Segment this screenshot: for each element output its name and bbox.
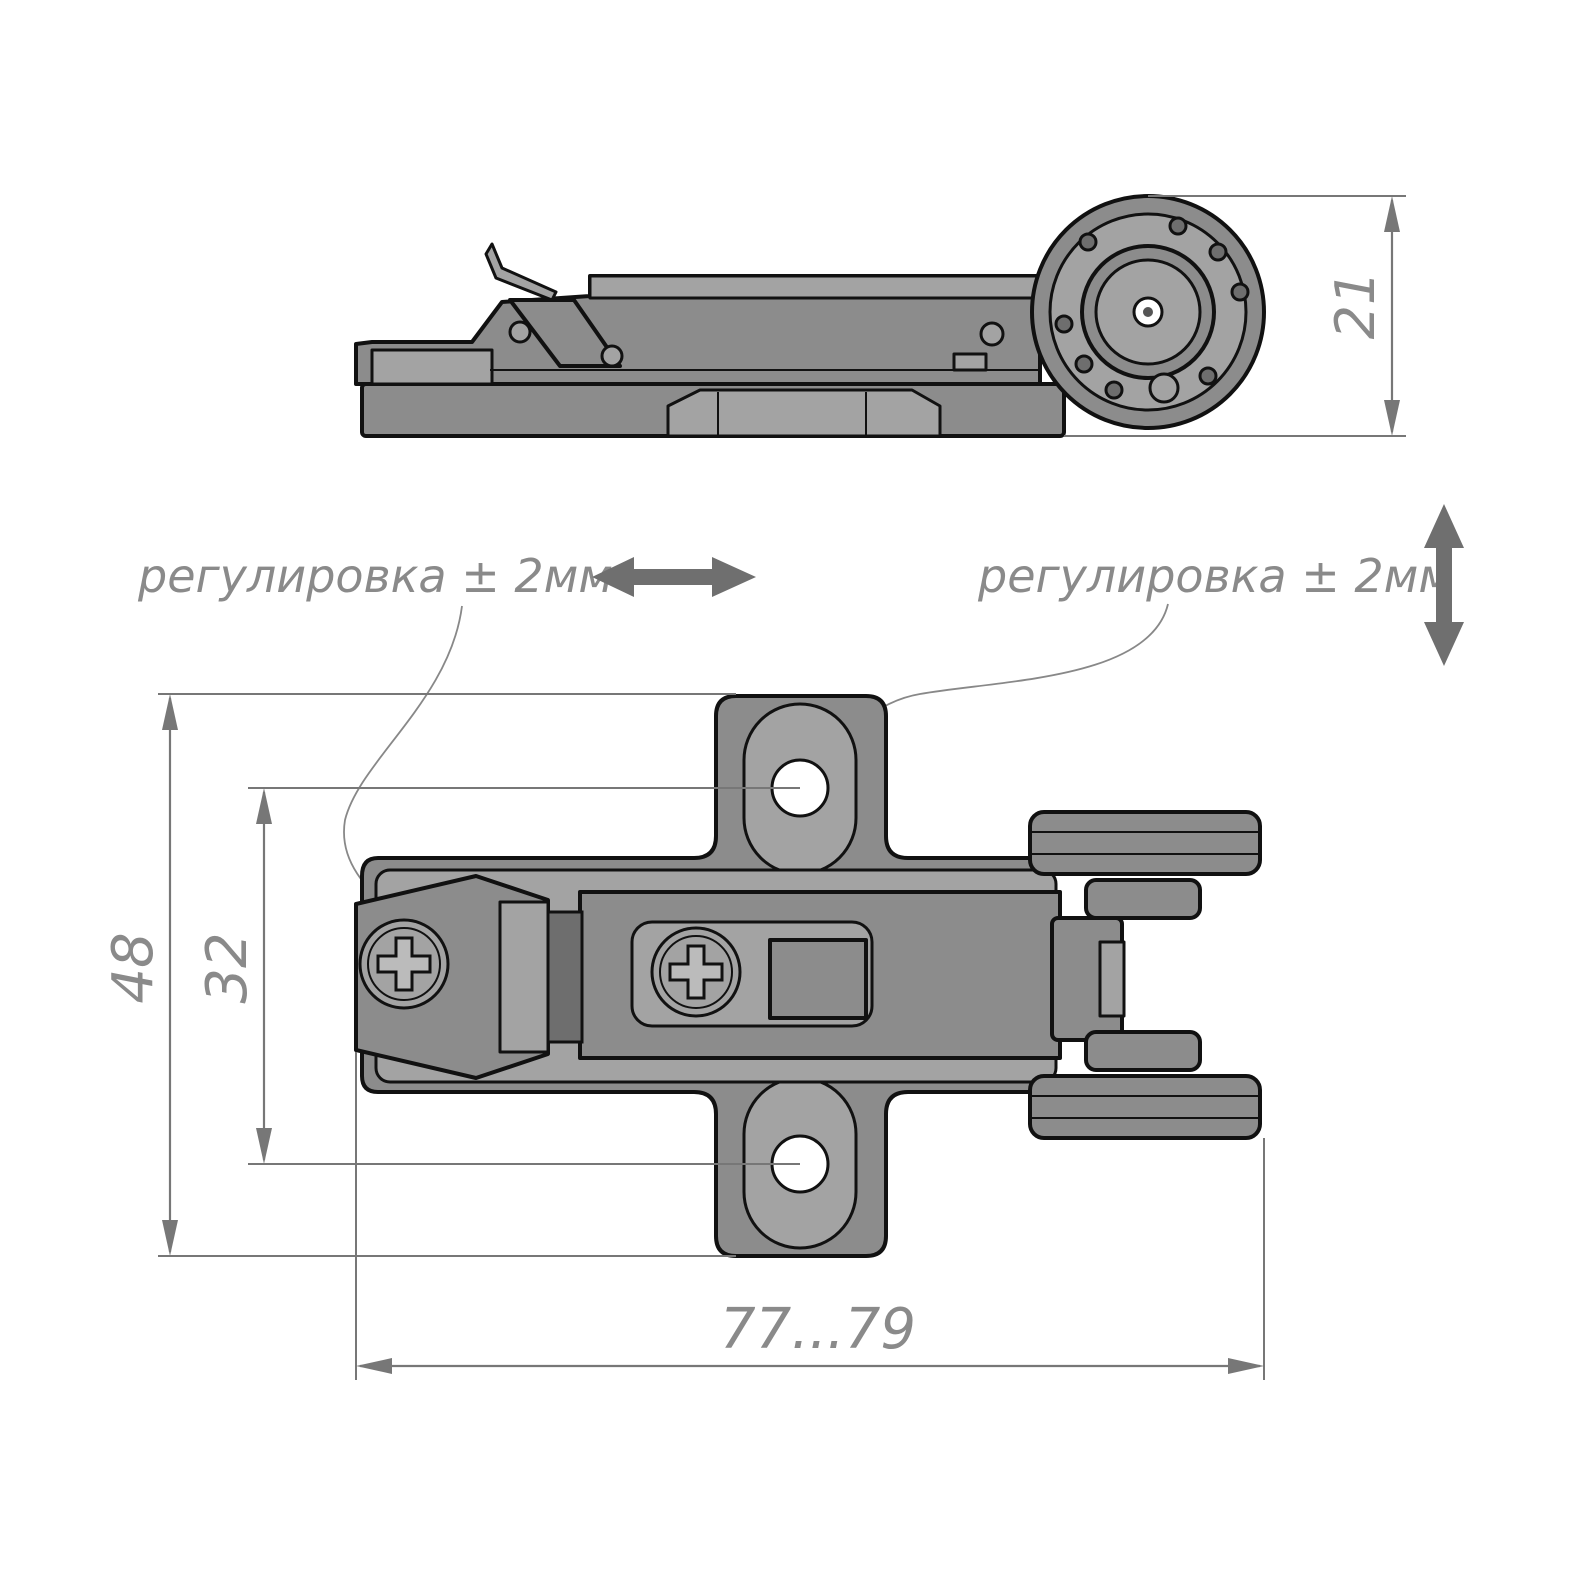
top-slot-block [768,938,868,1020]
side-lever [484,242,558,302]
dim-height-side: 21 [1064,195,1406,437]
side-pivot-1 [508,320,532,344]
dim-width-total-label: 48 [101,932,166,1003]
adjust-label-vertical-group: регулировка ± 2мм [723,504,1464,945]
adjust-label-horizontal-group: регулировка ± 2мм [137,549,756,945]
top-upper-roller [1028,810,1262,876]
dim-hole-spacing: 32 [195,787,800,1165]
side-link [508,298,622,368]
top-lower-roller [1028,1074,1262,1140]
double-arrow-vertical-icon [1424,504,1464,666]
side-stop [952,352,988,372]
adjust-label-vertical: регулировка ± 2мм [977,549,1453,603]
side-center-boss [666,388,942,438]
dim-width-total: 48 [101,693,736,1257]
double-arrow-horizontal-icon [592,557,756,597]
dim-length: 77...79 [355,1052,1265,1380]
top-knuckle-cap [1098,940,1126,1018]
top-clip-bar [498,900,550,1054]
hinge-top-view [354,694,1262,1258]
top-lower-pin-block [1084,1030,1202,1072]
dim-hole-spacing-label: 32 [195,932,260,1003]
side-cup-stop-pin [1148,372,1180,404]
top-clip-connector [546,910,584,1044]
side-cup-holes [1054,216,1250,400]
side-left-clip [370,348,494,386]
top-rear-screw [650,926,742,1018]
dim-length-label: 77...79 [720,1297,916,1362]
side-pivot-3 [979,321,1005,347]
side-pivot-2 [600,344,624,368]
top-upper-pin-block [1084,878,1202,920]
top-front-screw [358,918,450,1010]
dim-height-side-label: 21 [1324,271,1387,340]
side-top-rail [588,274,1042,300]
hinge-side-view [354,194,1266,438]
adjust-label-horizontal: регулировка ± 2мм [137,549,613,603]
